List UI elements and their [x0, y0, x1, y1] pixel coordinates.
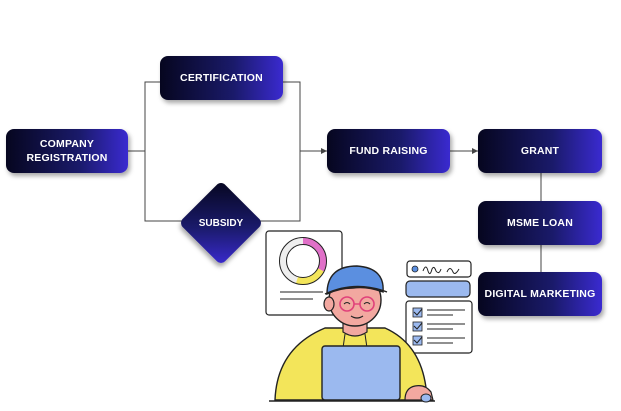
laptop-icon — [269, 345, 435, 402]
node-subsidy-label: SUBSIDY — [198, 217, 244, 229]
node-digital-marketing: DIGITAL MARKETING — [478, 272, 602, 316]
person-with-laptop-illustration — [265, 230, 473, 403]
connector-subsidy-fund — [257, 151, 301, 222]
connector-company-subsidy — [144, 151, 185, 222]
node-certification: CERTIFICATION — [160, 56, 283, 100]
checklist-card-icon — [405, 300, 473, 354]
node-msme-loan: MSME LOAN — [478, 201, 602, 245]
node-fund-raising: FUND RAISING — [327, 129, 450, 173]
node-subsidy: SUBSIDY — [178, 180, 264, 266]
connector-company-branch — [128, 81, 160, 152]
arrowhead — [472, 148, 478, 154]
node-grant: GRANT — [478, 129, 602, 173]
signature-card-icon — [405, 260, 472, 298]
hand-icon — [404, 385, 434, 403]
connector-cert-fund — [283, 81, 327, 152]
node-company-registration: COMPANY REGISTRATION — [6, 129, 128, 173]
arrowhead — [321, 148, 327, 154]
